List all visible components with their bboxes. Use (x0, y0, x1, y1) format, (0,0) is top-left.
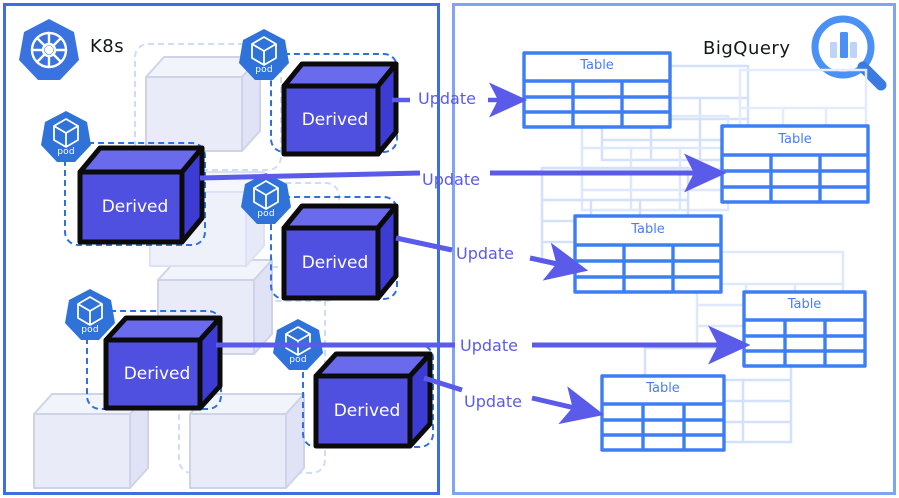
pod-badge-label: pod (81, 325, 99, 335)
derived-box-label: Derived (301, 253, 369, 273)
derived-box[interactable]: Derived (278, 58, 402, 160)
derived-box[interactable]: Derived (74, 142, 208, 248)
derived-box-label: Derived (301, 110, 369, 130)
bigquery-panel: BigQuery (452, 3, 896, 495)
bigquery-table[interactable]: Table (522, 51, 672, 129)
bigquery-panel-title: BigQuery (703, 38, 791, 59)
bigquery-table-label: Table (787, 297, 822, 312)
update-label: Update (464, 392, 522, 411)
pod-badge-label: pod (289, 355, 307, 365)
pod-badge-label: pod (255, 65, 273, 75)
bigquery-table-label: Table (580, 58, 614, 73)
ghost-box (142, 51, 264, 155)
bigquery-table[interactable]: Table (600, 374, 726, 452)
pod-badge[interactable]: pod (272, 318, 324, 372)
pod-badge-label: pod (57, 147, 75, 157)
bigquery-table-label: Table (631, 222, 665, 237)
update-label: Update (418, 89, 476, 108)
derived-box-label: Derived (123, 364, 191, 384)
derived-box-label: Derived (101, 197, 169, 217)
update-label: Update (456, 244, 514, 263)
derived-box-label: Derived (333, 401, 401, 421)
pod-badge-label: pod (257, 209, 275, 219)
update-label: Update (460, 336, 518, 355)
k8s-panel-title: K8s (90, 36, 125, 57)
pod-badge[interactable]: pod (240, 172, 292, 226)
derived-box[interactable]: Derived (278, 200, 402, 304)
bigquery-table[interactable]: Table (573, 214, 723, 294)
kubernetes-logo (18, 18, 80, 82)
ghost-pod-group (134, 43, 282, 171)
bigquery-table-label: Table (646, 381, 680, 396)
bigquery-table-label: Table (778, 132, 812, 147)
pod-badge[interactable]: pod (64, 288, 116, 342)
pod-badge[interactable]: pod (238, 28, 290, 82)
update-label: Update (422, 170, 480, 189)
bigquery-magnifier-icon (807, 14, 889, 96)
bigquery-table[interactable]: Table (742, 290, 867, 368)
derived-box[interactable]: Derived (100, 312, 226, 414)
bigquery-table[interactable]: Table (720, 124, 870, 204)
derived-box[interactable]: Derived (310, 348, 436, 452)
pod-group[interactable] (64, 142, 206, 246)
k8s-panel: K8s (3, 3, 440, 495)
pod-badge[interactable]: pod (40, 110, 92, 164)
